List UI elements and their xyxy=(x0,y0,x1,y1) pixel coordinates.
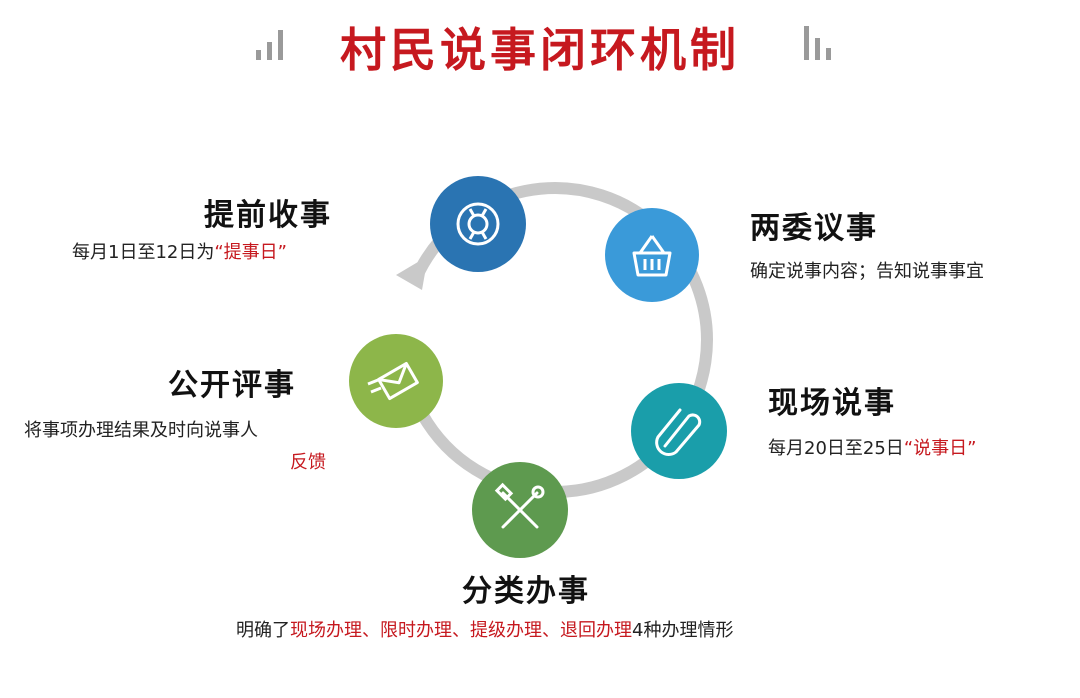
stage-desc-review-line1: 将事项办理结果及时向说事人 xyxy=(24,420,258,441)
paperclip-icon xyxy=(655,408,702,456)
page-title: 村民说事闭环机制 xyxy=(340,23,740,77)
stage-desc-handle: 明确了现场办理、限时办理、提级办理、退回办理4种办理情形 xyxy=(236,620,734,641)
stage-title-collect: 提前收事 xyxy=(204,198,332,233)
stage-desc-discuss: 确定说事内容；告知说事事宜 xyxy=(750,261,984,282)
bar-chart-decoration-right xyxy=(804,26,831,60)
stage-node-review xyxy=(349,334,443,428)
lifebuoy-icon xyxy=(456,202,500,246)
basket-icon xyxy=(632,235,672,277)
stage-node-collect xyxy=(430,176,526,272)
envelope-icon xyxy=(367,361,419,401)
stage-title-review: 公开评事 xyxy=(168,368,296,403)
stage-desc-collect: 每月1日至12日为“提事日” xyxy=(72,242,288,263)
tools-icon xyxy=(494,482,545,529)
stage-node-discuss xyxy=(605,208,699,302)
stage-title-discuss: 两委议事 xyxy=(750,211,878,246)
cycle-ring xyxy=(398,182,713,498)
stage-desc-onsite: 每月20日至25日“说事日” xyxy=(768,438,977,459)
stage-node-onsite xyxy=(631,383,727,479)
bar-chart-decoration-left xyxy=(256,30,283,60)
stage-desc-review-line2: 反馈 xyxy=(290,452,326,473)
stage-title-handle: 分类办事 xyxy=(462,574,590,609)
stage-node-handle xyxy=(472,462,568,558)
stage-title-onsite: 现场说事 xyxy=(768,386,896,421)
cycle-arrow-head xyxy=(396,256,428,290)
